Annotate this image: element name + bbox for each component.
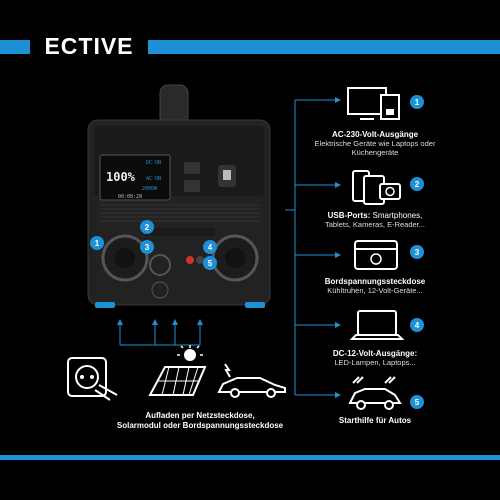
- bottom-accent-band: [0, 455, 500, 460]
- output-title-1: AC-230-Volt-Ausgänge: [331, 130, 419, 139]
- output-badge-4: 4: [410, 318, 424, 332]
- charging-caption: Aufladen per Netzsteckdose, Solarmodul o…: [100, 411, 300, 431]
- output-label-2: USB-Ports: Smartphones, Tablets, Kameras…: [300, 211, 450, 229]
- output-desc-1: Elektrische Geräte wie Laptops oder Küch…: [314, 139, 436, 157]
- solar-panel-icon: [148, 345, 207, 396]
- device-badge-4: 4: [203, 240, 217, 254]
- device-badge-1: 1: [90, 236, 104, 250]
- laptop-icon: [350, 310, 405, 340]
- output-desc-3: Kühltruhen, 12-Volt-Geräte...: [327, 286, 423, 295]
- output-label-4: DC-12-Volt-Ausgänge: LED-Lampen, Laptops…: [300, 349, 450, 367]
- wall-socket-plug-icon: [67, 357, 118, 401]
- device-badge-2: 2: [140, 220, 154, 234]
- jump-start-car-icon: [348, 376, 402, 410]
- output-title-2: USB-Ports:: [327, 211, 371, 220]
- output-badge-2: 2: [410, 177, 424, 191]
- output-title-rest-2: Smartphones,: [370, 211, 423, 220]
- brand-logo: ECTIVE: [30, 32, 148, 60]
- output-badge-1: 1: [410, 95, 424, 109]
- output-title-3: Bordspannungssteckdose: [324, 277, 426, 286]
- electric-car-icon: [217, 363, 286, 398]
- lcd-percent: 100%: [106, 170, 135, 184]
- lcd-time: 00:00:28: [118, 194, 143, 200]
- device-badge-5: 5: [203, 256, 217, 270]
- output-label-1: AC-230-Volt-Ausgänge Elektrische Geräte …: [300, 130, 450, 157]
- lcd-ac-status: AC ON: [146, 176, 162, 182]
- tv-coffee-machine-icon: [347, 87, 400, 120]
- output-desc-2: Tablets, Kameras, E-Reader...: [324, 220, 426, 229]
- cooler-box-icon: [354, 240, 398, 270]
- output-label-5: Starthilfe für Autos: [300, 416, 450, 425]
- output-title-5: Starthilfe für Autos: [338, 416, 412, 425]
- lcd-dc-status: DC ON: [146, 160, 162, 166]
- output-badge-3: 3: [410, 245, 424, 259]
- output-badge-5: 5: [410, 395, 424, 409]
- output-title-4: DC-12-Volt-Ausgänge:: [332, 349, 418, 358]
- smartphone-tablet-camera-icon: [352, 170, 401, 205]
- power-station-illustration: [87, 84, 271, 308]
- output-label-3: Bordspannungssteckdose Kühltruhen, 12-Vo…: [300, 277, 450, 295]
- charging-caption-line2: Solarmodul oder Bordspannungssteckdose: [116, 421, 284, 430]
- device-badge-3: 3: [140, 240, 154, 254]
- output-desc-4: LED-Lampen, Laptops...: [334, 358, 416, 367]
- lcd-watt: 2000W: [142, 186, 158, 192]
- charging-caption-line1: Aufladen per Netzsteckdose,: [145, 411, 255, 420]
